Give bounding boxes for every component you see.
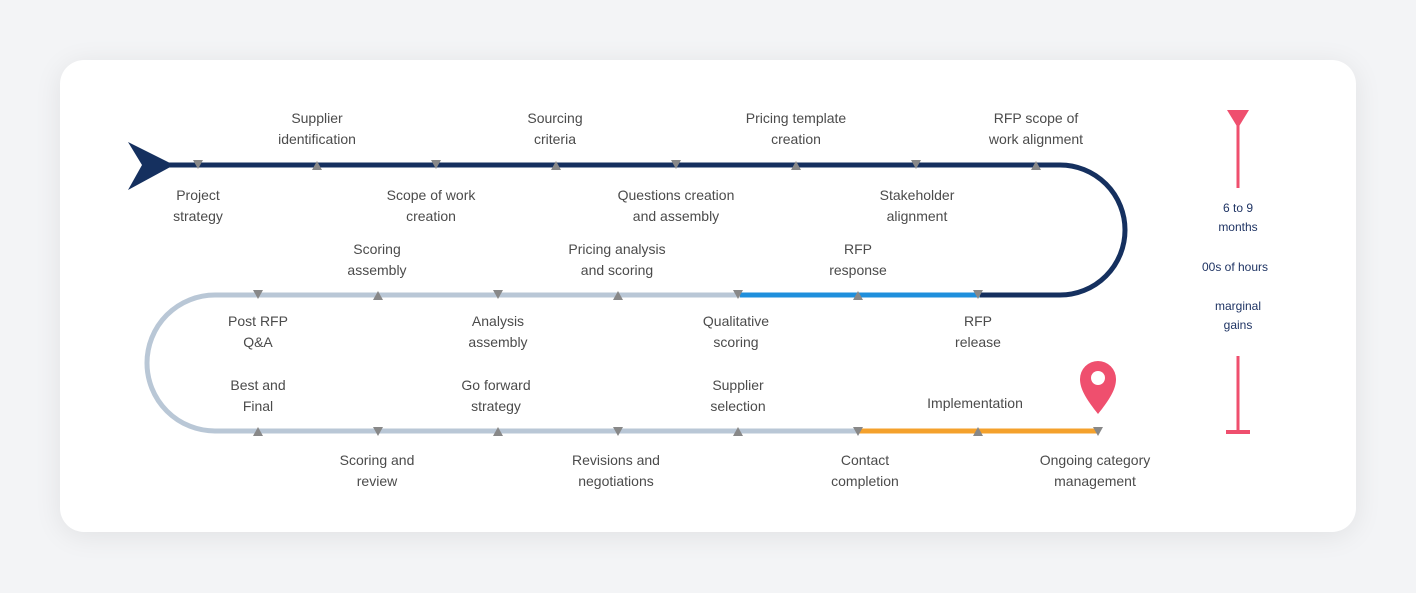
label-contact-completion: Contact completion [831,452,899,489]
marker-scoring-and-review [373,427,383,436]
marker-pricing-analysis [613,291,623,300]
label-revisions-negotiations: Revisions and negotiations [572,452,660,489]
label-implementation: Implementation [927,395,1023,411]
turn1-curve [1059,162,1128,298]
marker-implementation [973,427,983,436]
label-stakeholder-alignment: Stakeholder alignment [879,187,955,224]
label-ongoing-category-management: Ongoing category management [1039,452,1151,489]
label-rfp-release: RFP release [955,313,1001,350]
label-supplier-identification: Supplier identification [278,110,356,147]
location-pin-icon [1080,361,1116,414]
marker-go-forward-strategy [493,427,503,436]
marker-supplier-identification [312,161,322,170]
start-arrowhead-icon [128,142,174,190]
marker-stakeholder-alignment [911,160,921,169]
label-project-strategy: Project strategy [173,187,223,224]
marker-sourcing-criteria [551,161,561,170]
marker-scope-of-work-creation [431,160,441,169]
label-supplier-selection: Supplier selection [710,377,766,414]
marker-rfp-response [853,291,863,300]
marker-supplier-selection [733,427,743,436]
marker-questions-creation [671,160,681,169]
marker-pricing-template-creation [791,161,801,170]
label-go-forward-strategy: Go forward strategy [461,377,531,414]
label-rfp-scope-alignment: RFP scope of work alignment [988,110,1084,147]
label-scope-of-work-creation: Scope of work creation [386,187,476,224]
hours-text: 00s of hours [1201,260,1269,274]
marker-contact-completion [853,427,863,436]
label-questions-creation: Questions creation and assembly [617,187,735,224]
marker-rfp-release [973,290,983,299]
label-pricing-template-creation: Pricing template creation [745,110,847,147]
label-sourcing-criteria: Sourcing criteria [527,110,583,147]
label-rfp-response: RFP response [829,241,887,278]
marker-rfp-scope-alignment [1031,161,1041,170]
label-pricing-analysis: Pricing analysis and scoring [568,241,666,278]
marker-ongoing-category-management [1093,427,1103,436]
label-qualitative-scoring: Qualitative scoring [702,313,770,350]
label-best-and-final: Best and Final [230,377,286,414]
marker-best-and-final [253,427,263,436]
label-analysis-assembly: Analysis assembly [468,313,528,350]
marker-analysis-assembly [493,290,503,299]
duration-months-text: 6 to 9 months [1218,201,1258,234]
marker-project-strategy [193,160,203,169]
marker-post-rfp-qa [253,290,263,299]
label-scoring-assembly: Scoring assembly [347,241,407,278]
marker-scoring-assembly [373,291,383,300]
turn2-curve [144,292,216,434]
label-post-rfp-qa: Post RFP Q&A [228,313,288,350]
label-scoring-and-review: Scoring and review [339,452,415,489]
marginal-gains-text: marginal gains [1214,299,1262,332]
duration-bar [1226,110,1250,434]
marker-revisions-negotiations [613,427,623,436]
marker-qualitative-scoring [733,290,743,299]
